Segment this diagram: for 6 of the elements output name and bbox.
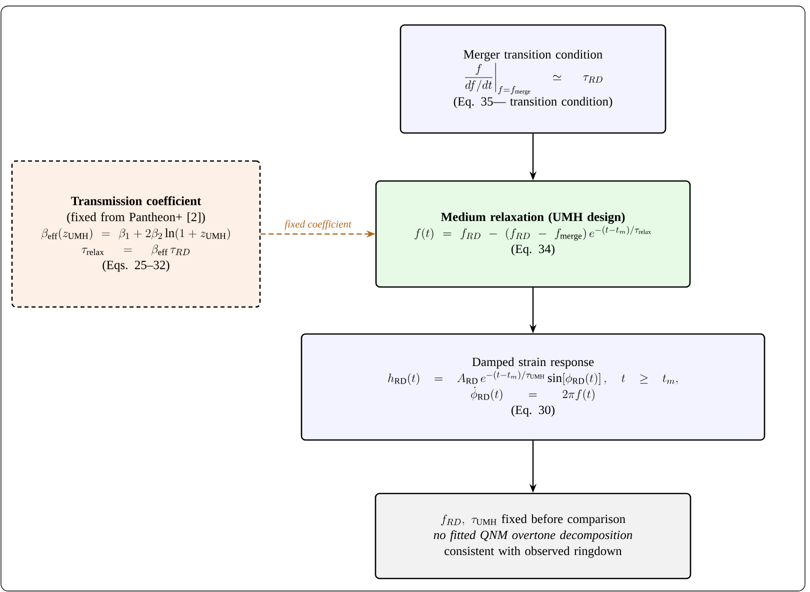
process-box: Merger transition condition $\left.\frac{f}{df/dt}\right|_{f=f_{\mathrm{merge}}} \;\simeq\; \tau_{RD}$ (Eq. 35— transition condition) bbox=[400, 24, 666, 134]
edge-label: fixed coefficient bbox=[284, 219, 352, 231]
input-box: Transmission coefficient (fixed from Pantheon+ [2]) $\beta_{\mathrm{eff}}(z_{\mathrm{UMH}}) \;=\; \beta_1 + 2\beta_2 \ln(1+z_{\mathrm{UMH}})$ $\tau_{\mathrm{relax}} \;=\; \beta_{\mathrm{eff}}\, \tau_{RD}$ (Eqs. 25–32) bbox=[11, 160, 261, 308]
process-box: Damped strain response $h_{\mathrm{RD}}(t) = A_{\mathrm{RD}}\, e^{-(t-t_m)/\tau_{\mathrm{UMH}}} \sin[\phi_{\mathrm{RD}}(t)]\,, \quad t \ge t_m,$ $\dot{\phi}_{\mathrm{RD}}(t) = 2\pi f(t)$ (Eq. 30) bbox=[300, 333, 766, 441]
process-box: $f_{RD},\ \tau_{\mathrm{UMH}}\ \text{fixed before comparison}$ no fitted QNM overtone decomposition consistent with observed ringdown bbox=[374, 492, 692, 580]
process-box: Medium relaxation (UMH design) $f(t) \;=\; f_{RD} \;-\; (f_{RD} \;-\; f_{\mathrm{merge}})\, e^{-(t-t_m)/\tau_{\mathrm{relax}}}$ (Eq. 34) bbox=[375, 180, 691, 288]
